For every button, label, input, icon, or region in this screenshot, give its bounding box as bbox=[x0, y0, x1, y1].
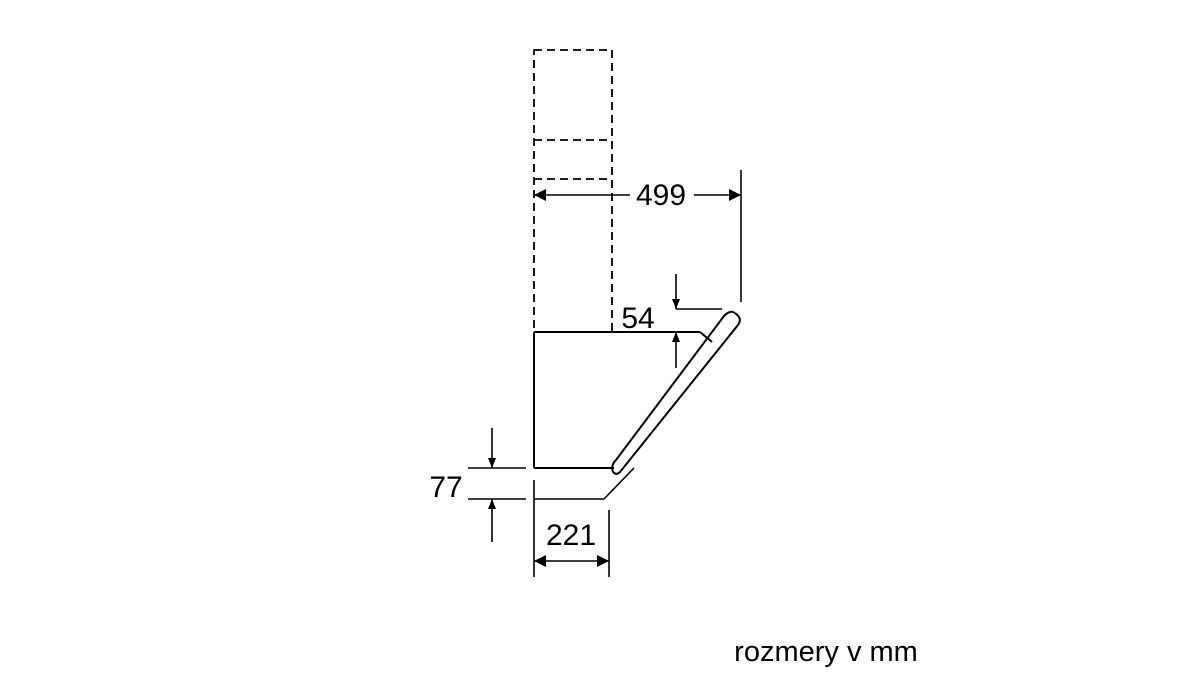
dimension-221: 221 bbox=[533, 467, 635, 577]
dimension-499-label: 499 bbox=[636, 179, 686, 212]
hood-body bbox=[533, 331, 713, 469]
dimension-221-label: 221 bbox=[546, 519, 596, 552]
dimension-54-label: 54 bbox=[621, 302, 654, 335]
dimension-77: 77 bbox=[429, 428, 526, 542]
glass-panel bbox=[611, 310, 741, 475]
dimension-54: 54 bbox=[621, 274, 722, 368]
units-note: rozmery v mm bbox=[734, 636, 918, 668]
dimension-499: 499 bbox=[534, 170, 742, 302]
chimney-outline bbox=[533, 49, 613, 333]
dimension-77-label: 77 bbox=[429, 471, 462, 504]
